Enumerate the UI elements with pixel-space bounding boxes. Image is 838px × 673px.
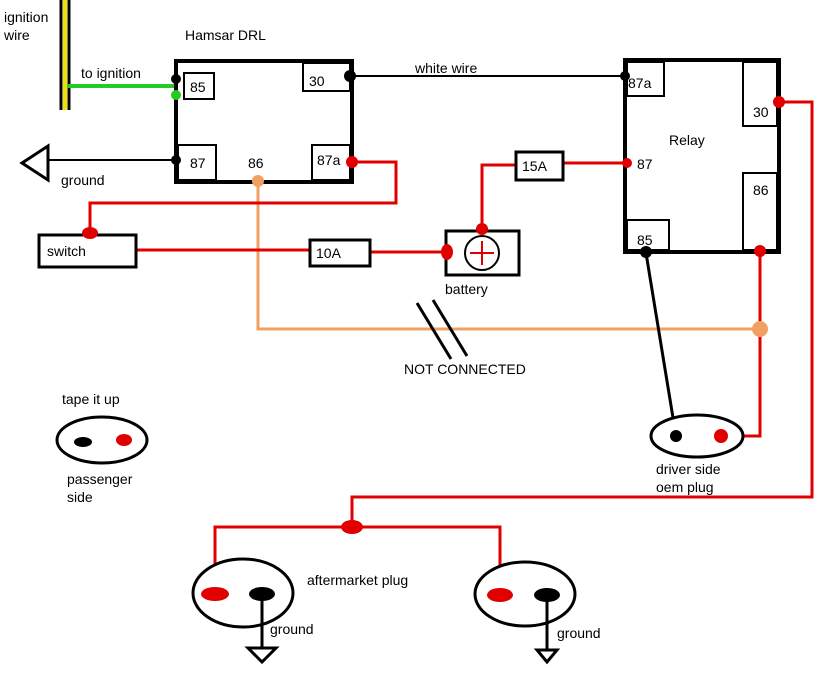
red-wire-battery-15a [480,163,516,230]
relay-pin-86: 86 [753,182,769,198]
relay-label: Relay [669,132,705,148]
passenger-side-label: passenger side [67,471,136,505]
ground-wire-left [19,143,176,183]
red-wire-relay86-driver [720,251,762,438]
relay-box [623,58,781,254]
aftermarket-plug-label: aftermarket plug [307,572,408,588]
ignition-wire-label-line2: wire [3,27,30,43]
driver-plug [649,413,745,459]
hamsar-drl-relay [174,59,354,184]
relay-pin-85: 85 [637,232,653,248]
relay-pin-30: 30 [753,104,769,120]
battery [444,229,521,277]
drl-pin-87a: 87a [317,152,341,168]
relay-pin-87: 87 [637,156,653,172]
driver-side-label-line1: driver side [656,461,721,477]
ground-plug-right-label: ground [557,625,601,641]
ground-left-label: ground [61,172,105,188]
red-wire-relay30-aftermarket [350,100,814,527]
aftermarket-plug-right [473,560,577,665]
red-wire-87a-switch [88,160,398,234]
ignition-wire [59,0,71,110]
fuse-15a [514,150,565,182]
ground-plug-left-label: ground [270,621,314,637]
switch-label: switch [47,243,86,259]
not-connected-label: NOT CONNECTED [404,361,526,377]
to-ignition-label: to ignition [81,65,141,81]
driver-side-label: driver side oem plug [656,461,724,495]
tape-it-up-label: tape it up [62,391,120,407]
passenger-plug [55,415,149,465]
battery-label: battery [445,281,488,297]
ignition-wire-label: ignition wire [3,9,52,43]
white-wire-label: white wire [414,60,477,76]
passenger-side-label-line1: passenger [67,471,133,487]
hamsar-drl-label: Hamsar DRL [185,27,266,43]
relay-pin-87a: 87a [628,75,652,91]
fuse-10a [308,238,372,268]
drl-pin-30: 30 [309,73,325,89]
orange-wire [256,181,760,331]
junction-dots [82,70,785,534]
drl-pin-85: 85 [190,79,206,95]
drl-pin-86: 86 [248,155,264,171]
aftermarket-plug-left [191,557,295,665]
black-wire-relay85-driver [644,252,678,437]
not-connected-marker [415,299,469,360]
passenger-side-label-line2: side [67,489,93,505]
drl-pin-87: 87 [190,155,206,171]
fuse-15a-label: 15A [522,158,548,174]
driver-side-label-line2: oem plug [656,479,714,495]
fuse-10a-label: 10A [316,245,342,261]
ignition-wire-label-line1: ignition [4,9,48,25]
